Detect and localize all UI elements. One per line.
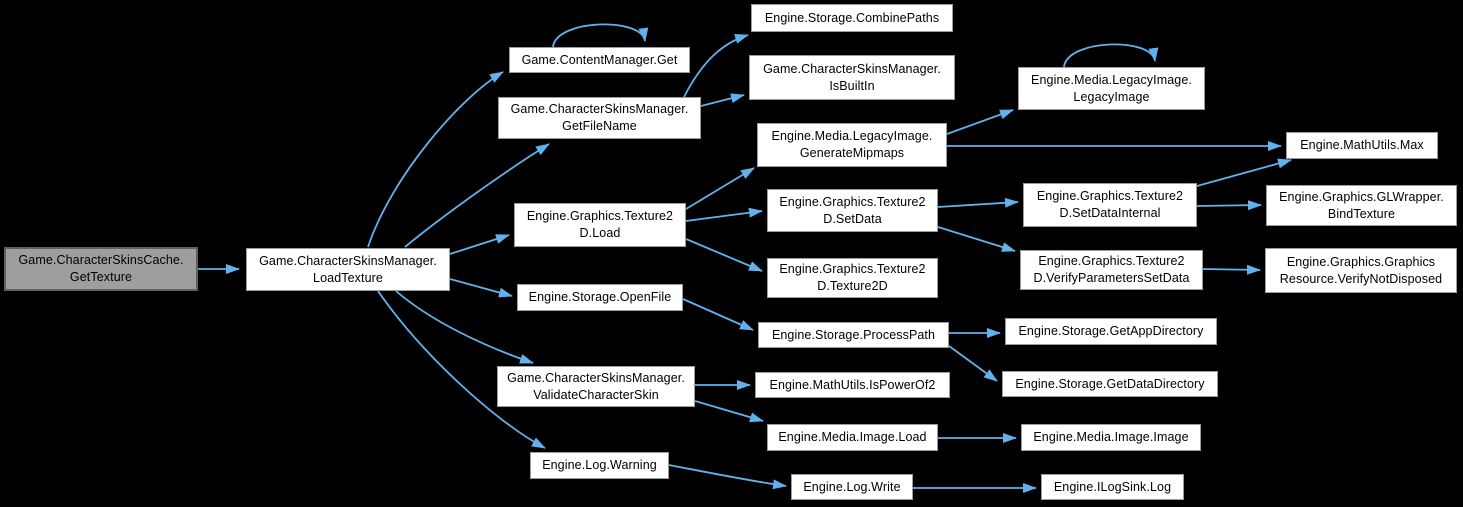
edge-texture2d-setdatainternal-to-mathutils-max bbox=[1196, 158, 1292, 187]
node-log-warning[interactable]: Engine.Log.Warning bbox=[530, 452, 669, 479]
edge-texture2d-load-to-texture2d-setdata bbox=[685, 207, 763, 222]
node-mathutils-ispowerof2[interactable]: Engine.MathUtils.IsPowerOf2 bbox=[755, 372, 950, 398]
node-mathutils-max[interactable]: Engine.MathUtils.Max bbox=[1286, 132, 1438, 159]
edge-loadtexture-to-storage-openfile bbox=[449, 278, 513, 298]
node-texture2d-ctor[interactable]: Engine.Graphics.Texture2 D.Texture2D bbox=[767, 258, 938, 298]
edge-loadtexture-to-texture2d-load bbox=[449, 234, 510, 255]
node-log-write[interactable]: Engine.Log.Write bbox=[791, 474, 913, 500]
edge-texture2d-load-to-texture2d-ctor bbox=[685, 238, 763, 272]
edge-texture2d-setdata-to-texture2d-setdatainternal bbox=[937, 197, 1019, 208]
node-storage-getdatadirectory[interactable]: Engine.Storage.GetDataDirectory bbox=[1002, 371, 1218, 397]
edge-getfilename-to-combinepaths bbox=[683, 34, 749, 98]
node-image-image[interactable]: Engine.Media.Image.Image bbox=[1021, 424, 1201, 451]
edge-texture2d-setdatainternal-to-glwrapper-bindtexture bbox=[1196, 200, 1262, 211]
node-graphicsresource-verifynotdisposed[interactable]: Engine.Graphics.Graphics Resource.Verify… bbox=[1265, 248, 1457, 293]
edge-loadtexture-to-contentmanager-get bbox=[367, 71, 504, 248]
node-isbuiltin[interactable]: Game.CharacterSkinsManager. IsBuiltIn bbox=[749, 55, 955, 100]
node-ilogsink-log[interactable]: Engine.ILogSink.Log bbox=[1041, 474, 1184, 500]
node-storage-processpath[interactable]: Engine.Storage.ProcessPath bbox=[758, 322, 949, 348]
node-contentmanager-get[interactable]: Game.ContentManager.Get bbox=[509, 47, 690, 73]
node-generatemipmaps[interactable]: Engine.Media.LegacyImage. GenerateMipmap… bbox=[757, 123, 947, 167]
node-texture2d-load[interactable]: Engine.Graphics.Texture2 D.Load bbox=[514, 203, 686, 247]
node-gettexture[interactable]: Game.CharacterSkinsCache. GetTexture bbox=[4, 247, 198, 291]
node-texture2d-setdata[interactable]: Engine.Graphics.Texture2 D.SetData bbox=[767, 189, 938, 232]
node-validatecharacterskin[interactable]: Game.CharacterSkinsManager. ValidateChar… bbox=[497, 366, 695, 407]
edge-validatecharacterskin-to-image-load bbox=[694, 400, 764, 423]
edge-log-warning-to-log-write bbox=[668, 464, 787, 490]
node-storage-openfile[interactable]: Engine.Storage.OpenFile bbox=[517, 284, 683, 311]
edge-storage-processpath-to-storage-getdatadirectory bbox=[948, 345, 998, 382]
node-glwrapper-bindtexture[interactable]: Engine.Graphics.GLWrapper. BindTexture bbox=[1266, 185, 1457, 226]
edge-loadtexture-to-validatecharacterskin bbox=[395, 290, 534, 364]
edge-texture2d-setdata-to-texture2d-verifyparameterssetdata bbox=[937, 226, 1016, 252]
node-loadtexture[interactable]: Game.CharacterSkinsManager. LoadTexture bbox=[246, 248, 450, 291]
edge-texture2d-load-to-generatemipmaps bbox=[685, 167, 755, 210]
edge-legacyimage-ctor-self-loop bbox=[1063, 43, 1159, 68]
node-texture2d-verifyparameterssetdata[interactable]: Engine.Graphics.Texture2 D.VerifyParamet… bbox=[1020, 250, 1203, 290]
edge-loadtexture-to-log-warning bbox=[377, 290, 546, 449]
edge-generatemipmaps-to-legacyimage-ctor bbox=[946, 109, 1014, 135]
node-getfilename[interactable]: Game.CharacterSkinsManager. GetFileName bbox=[498, 97, 701, 139]
node-texture2d-setdatainternal[interactable]: Engine.Graphics.Texture2 D.SetDataIntern… bbox=[1023, 183, 1197, 227]
node-combinepaths[interactable]: Engine.Storage.CombinePaths bbox=[751, 4, 953, 32]
edge-loadtexture-to-getfilename bbox=[404, 143, 550, 248]
edge-storage-openfile-to-storage-processpath bbox=[682, 298, 754, 331]
node-legacyimage-ctor[interactable]: Engine.Media.LegacyImage. LegacyImage bbox=[1018, 67, 1205, 110]
node-storage-getappdirectory[interactable]: Engine.Storage.GetAppDirectory bbox=[1005, 318, 1217, 345]
node-image-load[interactable]: Engine.Media.Image.Load bbox=[767, 424, 938, 451]
edge-texture2d-verifyparameterssetdata-to-graphicsresource-verifynotdisposed bbox=[1202, 264, 1261, 275]
edge-getfilename-to-isbuiltin bbox=[700, 93, 745, 107]
edge-contentmanager-get-self-loop bbox=[552, 23, 649, 48]
